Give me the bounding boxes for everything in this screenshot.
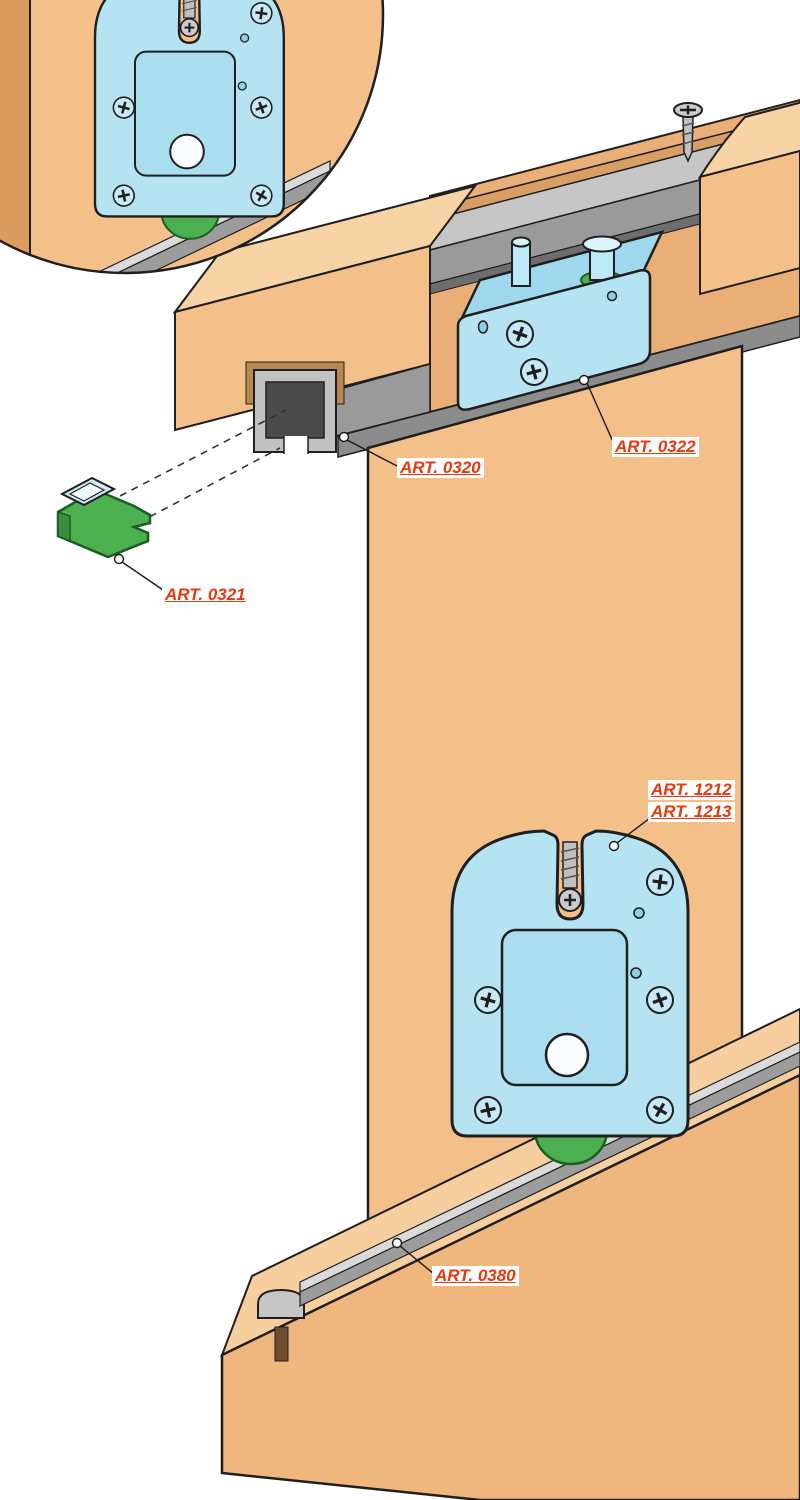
marker-circle-0322 — [578, 374, 590, 386]
magnified-inset — [0, 0, 385, 275]
leader-lines — [113, 374, 651, 1275]
marker-circle-1212 — [608, 840, 620, 852]
label-art-1212: ART. 1212 — [648, 780, 735, 800]
label-art-0380: ART. 0380 — [432, 1266, 519, 1286]
inset-circle-outline — [0, 0, 385, 275]
bottom-roller-assembly — [452, 831, 688, 1164]
marker-circle-0321 — [113, 553, 125, 565]
label-art-0320: ART. 0320 — [397, 458, 484, 478]
mounting-screw — [673, 102, 703, 163]
marker-circle-0380 — [391, 1237, 403, 1249]
insertion-dashed-lines — [103, 409, 287, 542]
label-art-0321: ART. 0321 — [162, 585, 249, 605]
top-track-cross-section — [245, 361, 345, 454]
label-art-0322: ART. 0322 — [612, 437, 699, 457]
top-guide-insert — [56, 476, 152, 559]
label-art-1213: ART. 1213 — [648, 802, 735, 822]
bracket-pin-left — [511, 236, 531, 287]
top-bracket — [456, 230, 665, 411]
marker-circle-0320 — [338, 431, 350, 443]
rail-slot-groove — [274, 1326, 289, 1362]
inset-panel-edge — [0, 0, 30, 273]
